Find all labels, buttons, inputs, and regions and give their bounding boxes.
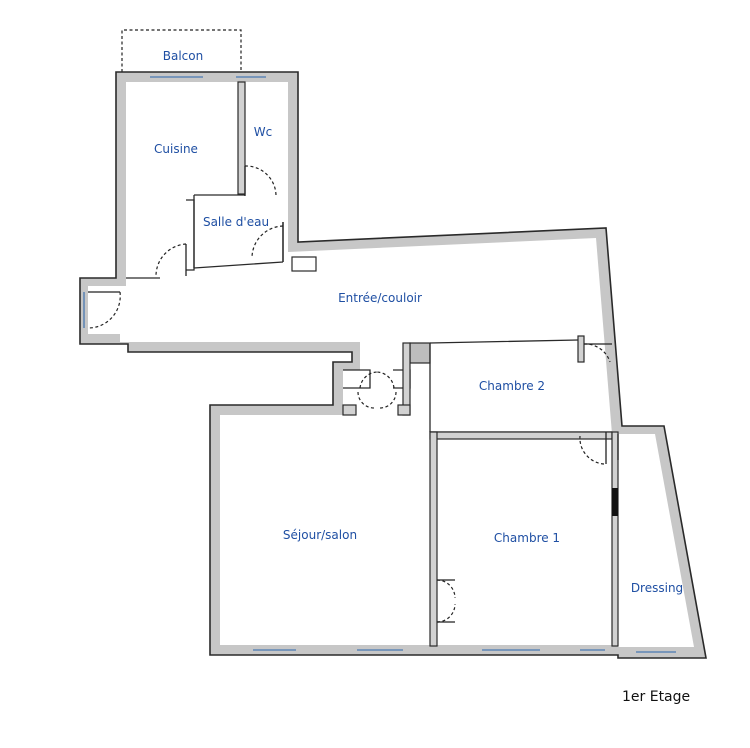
doors — [87, 165, 619, 623]
level-label: 1er Etage — [622, 689, 690, 705]
label-chambre1: Chambre 1 — [494, 531, 560, 545]
door-sejour-left — [357, 391, 375, 409]
room-labels: Balcon Cuisine Wc Salle d'eau Entrée/cou… — [154, 49, 683, 595]
label-balcon: Balcon — [163, 49, 203, 63]
door-sejour-right — [379, 391, 397, 409]
label-salle-eau: Salle d'eau — [203, 215, 269, 229]
windows — [83, 76, 676, 653]
door-salle-eau — [251, 225, 284, 259]
balcony-outline — [121, 29, 242, 72]
label-chambre2: Chambre 2 — [479, 379, 545, 393]
door-cuisine — [155, 243, 187, 277]
door-chambre2 — [583, 343, 611, 363]
label-entree: Entrée/couloir — [338, 291, 422, 305]
door-wc — [244, 165, 277, 197]
dressing-door-block — [612, 488, 618, 516]
shaft — [409, 342, 431, 364]
exterior-walls — [79, 71, 707, 659]
interior-walls — [126, 81, 619, 647]
label-cuisine: Cuisine — [154, 142, 198, 156]
label-dressing: Dressing — [631, 581, 683, 595]
utility-box — [291, 256, 317, 272]
door-entry — [87, 291, 121, 329]
label-wc: Wc — [254, 125, 272, 139]
label-sejour: Séjour/salon — [283, 528, 357, 542]
